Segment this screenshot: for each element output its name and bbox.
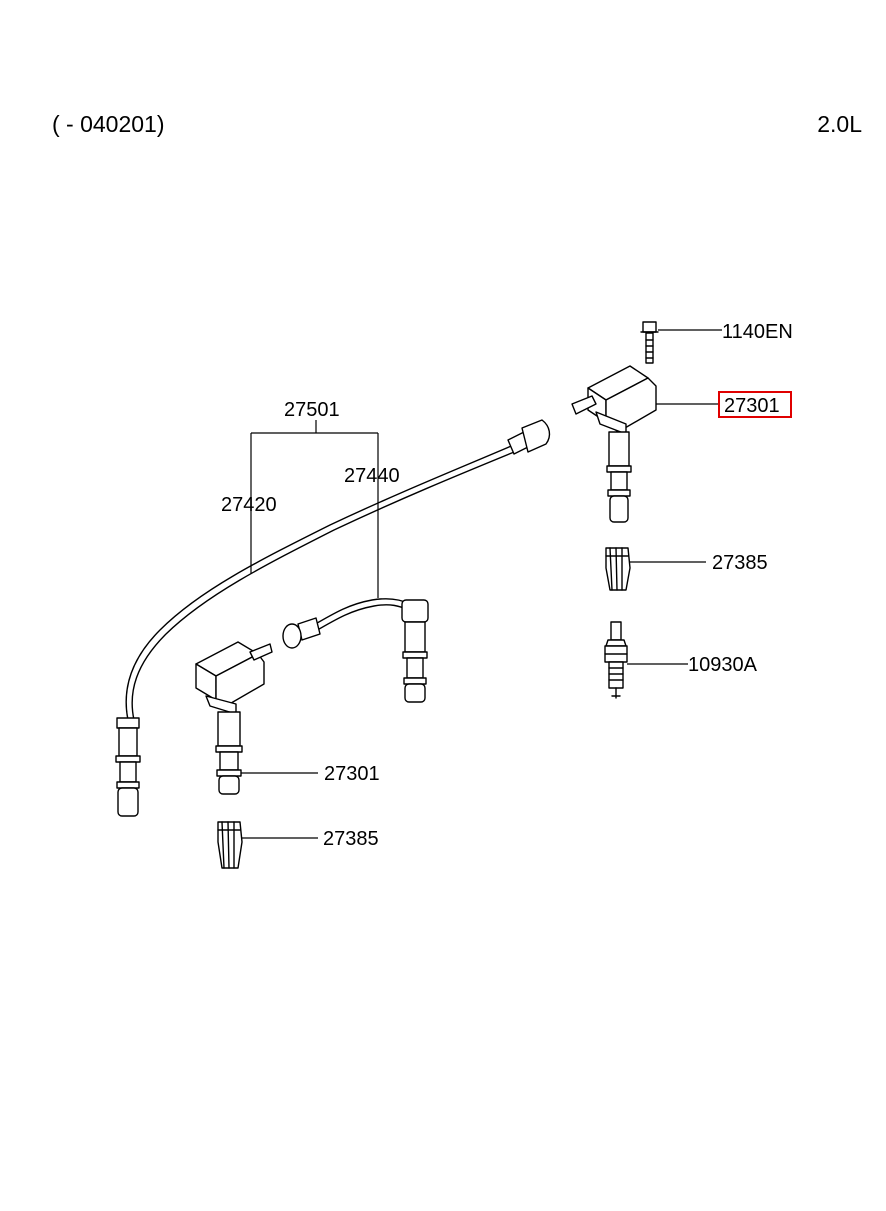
boot-front[interactable] xyxy=(605,547,631,591)
production-range-label: ( - 040201) xyxy=(52,111,165,137)
callout-27385-front[interactable]: 27385 xyxy=(712,552,768,574)
ignition-coil-front[interactable] xyxy=(571,365,657,523)
ignition-cable-long[interactable] xyxy=(115,419,551,817)
spark-plug[interactable] xyxy=(604,621,628,699)
callout-1140en[interactable]: 1140EN xyxy=(722,321,793,343)
boot-rear[interactable] xyxy=(217,821,243,869)
ignition-cable-short[interactable] xyxy=(282,598,429,703)
callout-27440[interactable]: 27440 xyxy=(344,465,400,487)
highlight-box xyxy=(718,391,792,418)
engine-size-label: 2.0L xyxy=(817,111,862,137)
ignition-coil-rear[interactable] xyxy=(195,641,273,795)
callout-27501[interactable]: 27501 xyxy=(284,399,340,421)
bolt-part[interactable] xyxy=(640,321,659,364)
callout-27301-front[interactable]: 27301 xyxy=(724,395,780,417)
callout-10930a[interactable]: 10930A xyxy=(688,654,758,676)
callout-27420[interactable]: 27420 xyxy=(221,494,277,516)
callout-27385-rear[interactable]: 27385 xyxy=(323,828,379,850)
callout-27301-rear[interactable]: 27301 xyxy=(324,763,380,785)
